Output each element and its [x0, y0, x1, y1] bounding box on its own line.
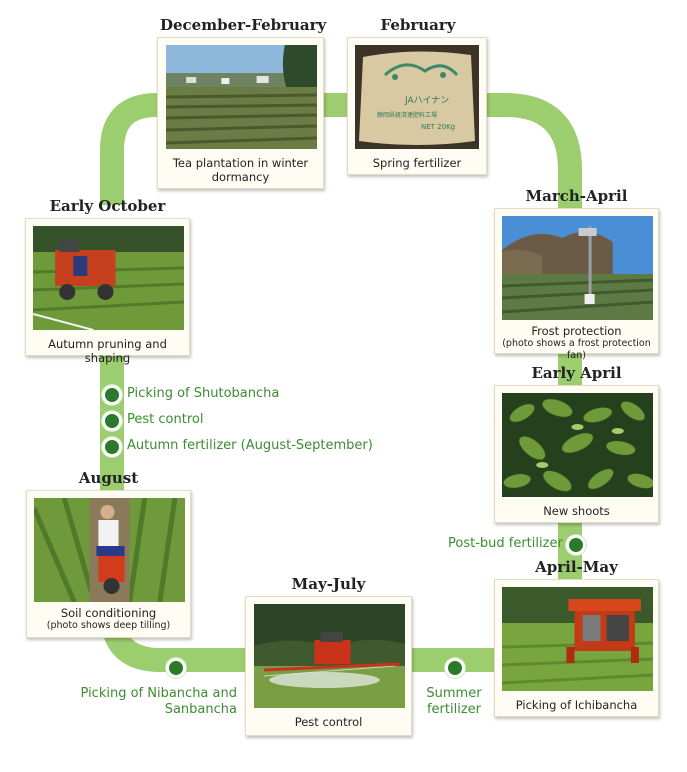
- stage-title-dec-feb: December-February: [160, 16, 327, 34]
- cycle-loop-path: [100, 93, 582, 672]
- stage-title-may-jul: May-July: [291, 575, 366, 593]
- stage-caption-early-oct: Autumn pruning and shaping: [48, 337, 167, 365]
- task-picking-nibancha: Picking of Nibancha and Sanbancha: [80, 686, 237, 717]
- stage-title-aug: August: [78, 469, 139, 487]
- stage-title-feb: February: [380, 16, 456, 34]
- sprayer-photo: [254, 604, 405, 708]
- task-post-bud-fertilizer: Post-bud fertilizer: [448, 536, 563, 551]
- stage-caption-apr-may: Picking of Ichibancha: [515, 698, 638, 712]
- bag-brand-text: JAハイナン: [404, 95, 449, 106]
- task-pest-control: Pest control: [127, 412, 204, 427]
- stage-card-apr-may: Picking of Ichibancha: [494, 579, 659, 717]
- task-dot-summer-fertilizer: [445, 658, 465, 678]
- task-autumn-fertilizer: Autumn fertilizer (August-September): [127, 438, 373, 453]
- stage-title-mar-apr: March-April: [525, 187, 628, 205]
- stage-caption-dec-feb: Tea plantation in winter dormancy: [172, 156, 309, 184]
- stage-caption-early-apr: New shoots: [543, 504, 610, 518]
- task-dot-autumn-fertilizer: [102, 437, 122, 457]
- stage-note-aug: (photo shows deep tilling): [46, 620, 171, 631]
- stage-title-early-oct: Early October: [49, 197, 166, 215]
- stage-card-mar-apr: Frost protection (photo shows a frost pr…: [494, 208, 659, 361]
- stage-caption-may-jul: Pest control: [294, 715, 363, 729]
- pruning-machine-photo: [33, 226, 184, 330]
- stage-caption-aug-text: Soil conditioning: [60, 606, 157, 620]
- stage-caption-aug: Soil conditioning (photo shows deep till…: [29, 606, 188, 632]
- new-shoots-photo: [502, 393, 653, 497]
- stage-caption-feb: Spring fertilizer: [372, 156, 462, 170]
- fertilizer-bag-photo: JAハイナン 静岡県経済連肥料工場 NET 20Kg: [355, 45, 479, 149]
- stage-caption-mar-apr-text: Frost protection: [531, 324, 622, 338]
- tiller-photo: [34, 498, 185, 602]
- task-shutobancha: Picking of Shutobancha: [127, 386, 280, 401]
- bag-weight-text: NET 20Kg: [421, 123, 455, 131]
- stage-caption-mar-apr: Frost protection (photo shows a frost pr…: [497, 324, 656, 362]
- task-dot-pest-control: [102, 411, 122, 431]
- task-dot-picking-nibancha: [166, 658, 186, 678]
- stage-card-early-oct: Autumn pruning and shaping: [25, 218, 190, 365]
- bag-maker-text: 静岡県経済連肥料工場: [377, 111, 437, 119]
- task-summer-fertilizer: Summer fertilizer: [426, 686, 482, 717]
- stage-card-dec-feb: Tea plantation in winter dormancy: [157, 37, 324, 189]
- winter-tea-field-photo: [166, 45, 317, 149]
- stage-title-apr-may: April-May: [535, 558, 618, 576]
- task-dot-post-bud-fertilizer: [566, 535, 586, 555]
- stage-card-aug: Soil conditioning (photo shows deep till…: [26, 490, 191, 638]
- task-dot-shutobancha: [102, 385, 122, 405]
- frost-fan-photo: [502, 216, 653, 320]
- stage-title-early-apr: Early April: [531, 364, 622, 382]
- stage-card-early-apr: New shoots: [494, 385, 659, 523]
- stage-card-feb: JAハイナン 静岡県経済連肥料工場 NET 20Kg Spring fertil…: [347, 37, 487, 175]
- stage-note-mar-apr: (photo shows a frost protection fan): [502, 338, 651, 361]
- harvester-photo: [502, 587, 653, 691]
- stage-card-may-jul: Pest control: [245, 596, 412, 736]
